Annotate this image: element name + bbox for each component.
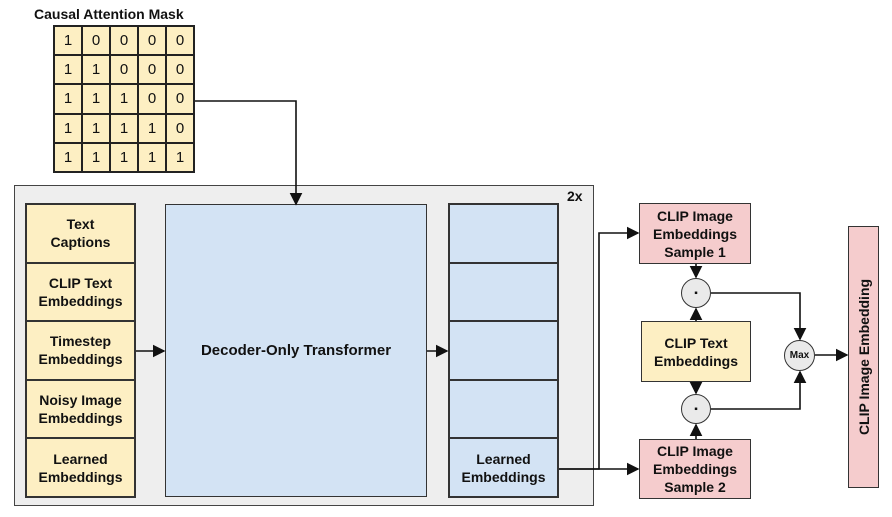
mask-cell: 1 [110,84,138,114]
arrow-bottom-dot-to-max [711,370,807,410]
mask-cell: 1 [138,113,166,143]
mask-cell: 1 [82,84,110,114]
mask-cell: 0 [166,26,194,56]
arrow-top-dot-to-max [711,292,807,341]
mask-title: Causal Attention Mask [34,6,184,22]
mask-cell: 1 [54,55,82,85]
output-learned-embeddings: Learned Embeddings [449,438,558,497]
output-column: Learned Embeddings [448,203,559,498]
output-token-4 [449,379,558,439]
mask-cell: 1 [82,113,110,143]
mask-cell: 0 [166,84,194,114]
mask-cell: 1 [166,142,194,172]
arrow-to-sample-1 [559,226,640,470]
mask-cell: 1 [54,113,82,143]
mask-cell: 1 [54,142,82,172]
input-text-captions: Text Captions [26,204,135,263]
decoder-only-transformer: Decoder-Only Transformer [165,204,427,497]
mask-cell: 1 [110,142,138,172]
input-learned-embeddings: Learned Embeddings [26,438,135,497]
output-token-2 [449,262,558,322]
mask-cell: 0 [166,113,194,143]
input-noisy-image-embeddings: Noisy Image Embeddings [26,379,135,439]
mask-cell: 0 [138,55,166,85]
arrow-mask-to-transformer [195,100,303,206]
dot-product-top: ▪ [681,278,711,308]
mask-cell: 0 [110,55,138,85]
mask-cell: 1 [110,113,138,143]
output-token-3 [449,321,558,380]
mask-cell: 0 [110,26,138,56]
mask-cell: 1 [54,26,82,56]
max-operator: Max [784,340,815,371]
input-timestep-embeddings: Timestep Embeddings [26,321,135,380]
mask-cell: 0 [138,84,166,114]
mask-cell: 0 [82,26,110,56]
mask-cell: 0 [138,26,166,56]
mask-cell: 1 [82,55,110,85]
input-clip-text-embeddings: CLIP Text Embeddings [26,262,135,322]
output-token-1 [449,204,558,263]
clip-text-embeddings-box: CLIP Text Embeddings [641,321,751,382]
mask-cell: 1 [82,142,110,172]
repeat-label: 2x [567,188,583,204]
mask-cell: 0 [166,55,194,85]
input-column: Text Captions CLIP Text Embeddings Times… [25,203,136,498]
mask-cell: 1 [54,84,82,114]
mask-cell: 1 [138,142,166,172]
